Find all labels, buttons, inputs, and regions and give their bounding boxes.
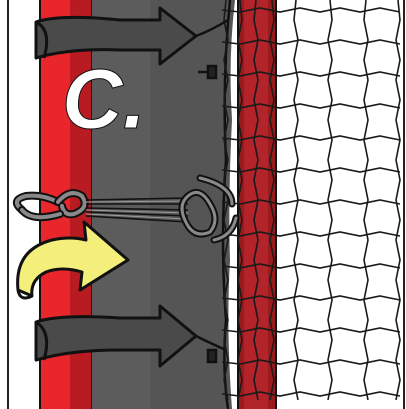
panel-label: C. bbox=[62, 52, 146, 146]
